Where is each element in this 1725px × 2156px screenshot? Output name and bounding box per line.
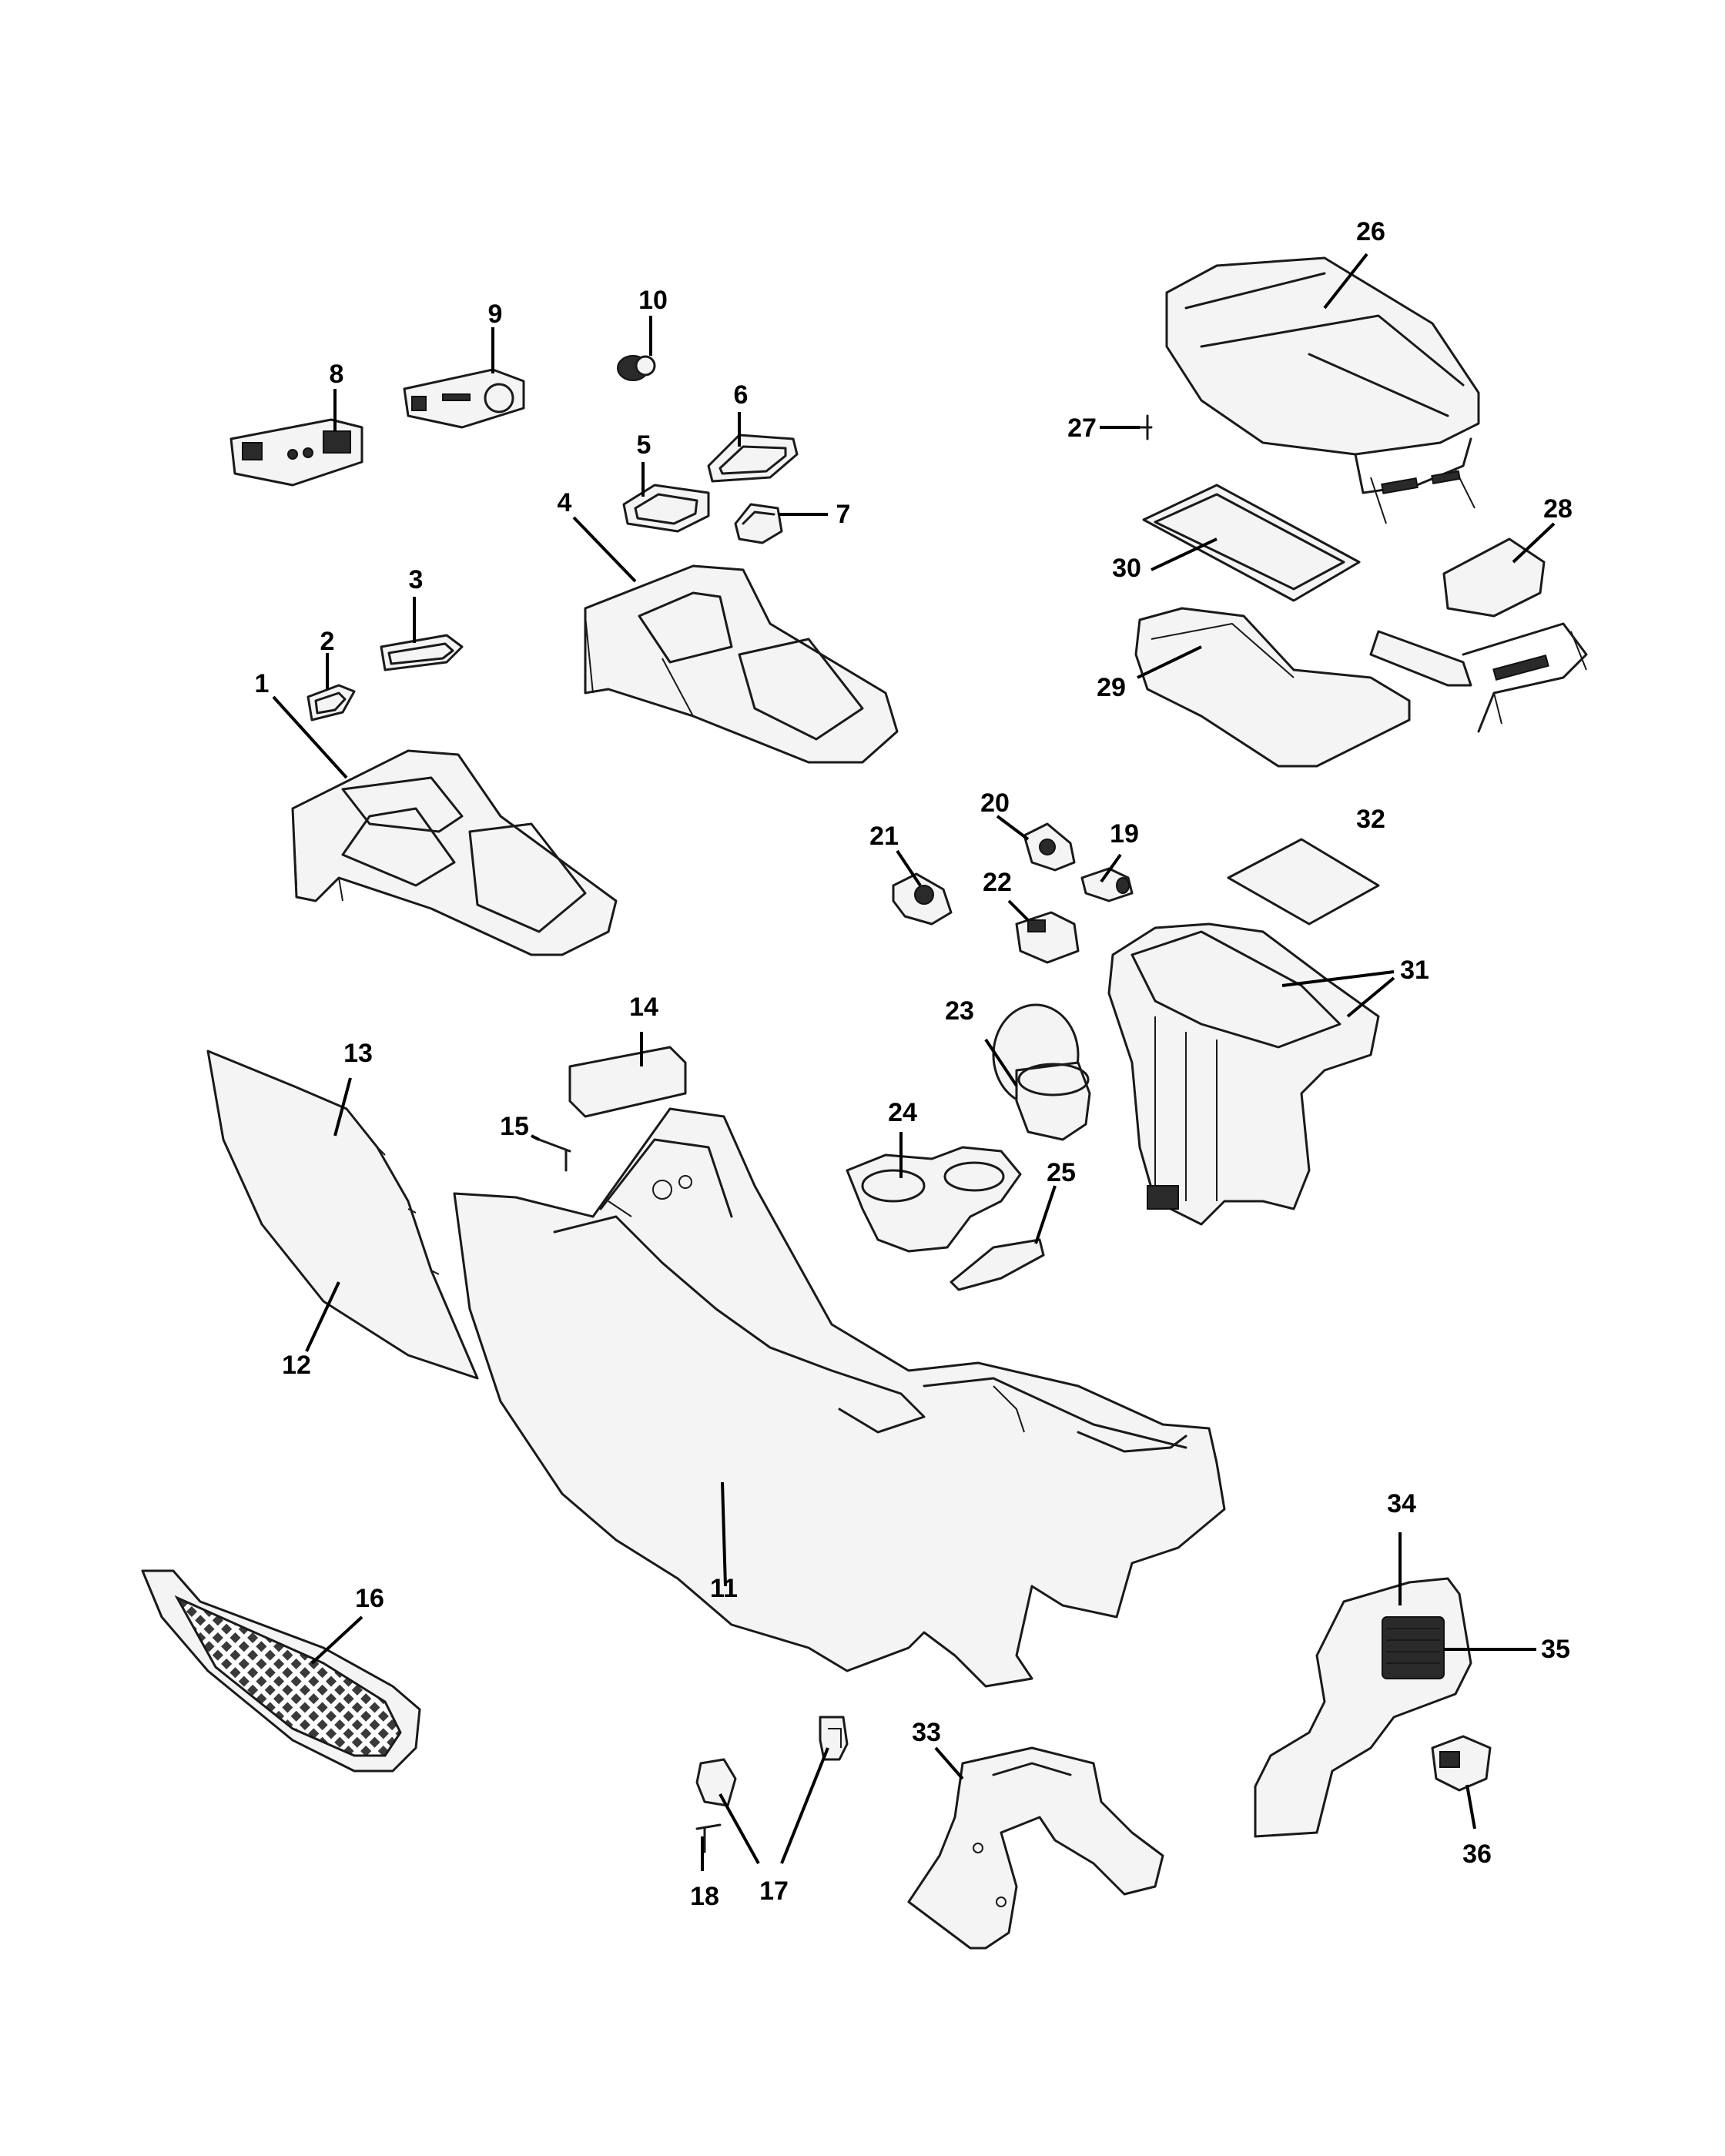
part-2-insert xyxy=(306,684,356,721)
callout-9: 9 xyxy=(488,300,503,329)
callout-21: 21 xyxy=(869,822,899,851)
callout-13: 13 xyxy=(343,1039,373,1068)
callout-11: 11 xyxy=(710,1574,738,1603)
part-30-lid-tray xyxy=(1142,484,1361,602)
callout-36: 36 xyxy=(1462,1840,1492,1869)
part-4-upper-bezel xyxy=(584,564,899,764)
part-35-air-vent xyxy=(1382,1616,1445,1679)
part-12-13-side-panel xyxy=(206,1050,479,1380)
callout-28: 28 xyxy=(1543,494,1573,524)
part-1-console-bezel xyxy=(291,749,618,956)
callout-33: 33 xyxy=(912,1718,941,1747)
callout-7: 7 xyxy=(836,500,851,529)
callout-24: 24 xyxy=(888,1098,917,1127)
callout-34: 34 xyxy=(1387,1489,1416,1518)
callout-14: 14 xyxy=(629,993,658,1022)
callout-32: 32 xyxy=(1356,805,1385,834)
part-19-usb-module xyxy=(1080,867,1134,902)
callout-4: 4 xyxy=(558,488,572,517)
callout-2: 2 xyxy=(320,627,335,656)
part-34-rear-panel xyxy=(1254,1577,1472,1838)
callout-30: 30 xyxy=(1112,554,1141,583)
callout-10: 10 xyxy=(638,286,668,315)
part-21-socket xyxy=(892,872,953,926)
part-23-cupholder-insert xyxy=(992,1003,1091,1141)
callout-15: 15 xyxy=(500,1112,529,1141)
part-27-screw xyxy=(1138,414,1153,440)
callout-12: 12 xyxy=(282,1351,311,1380)
callout-29: 29 xyxy=(1097,673,1126,702)
part-15-clip xyxy=(538,1138,571,1172)
callout-22: 22 xyxy=(983,868,1012,897)
part-24-cupholder xyxy=(846,1146,1022,1253)
part-36-power-outlet xyxy=(1431,1735,1492,1792)
part-17-covers xyxy=(695,1716,849,1807)
part-29-bin-liner xyxy=(1134,607,1411,768)
part-16-mesh-grille xyxy=(141,1569,421,1773)
callout-16: 16 xyxy=(355,1584,384,1613)
callout-3: 3 xyxy=(409,565,424,594)
part-31-storage-bin xyxy=(1107,922,1380,1226)
callout-6: 6 xyxy=(734,380,749,410)
part-33-support-bracket xyxy=(907,1746,1164,1950)
part-6-tray xyxy=(707,434,799,483)
leader-lines xyxy=(272,253,1556,1871)
callout-31: 31 xyxy=(1400,956,1429,985)
callout-26: 26 xyxy=(1356,217,1385,246)
callout-27: 27 xyxy=(1067,413,1097,443)
callout-18: 18 xyxy=(690,1882,719,1911)
part-10-power-outlet xyxy=(617,355,656,381)
callout-5: 5 xyxy=(637,430,651,460)
part-7-pocket xyxy=(734,503,783,544)
callout-20: 20 xyxy=(980,788,1010,818)
part-8-switch-bank xyxy=(229,418,363,487)
part-32-bin-mat xyxy=(1227,838,1380,926)
part-14-trim-plate xyxy=(568,1046,687,1118)
part-26-armrest-lid xyxy=(1165,256,1480,524)
part-25-bracket xyxy=(950,1238,1045,1291)
part-3-bin-insert xyxy=(380,634,464,671)
callout-1: 1 xyxy=(255,669,270,698)
part-5-tray xyxy=(622,484,710,533)
callout-19: 19 xyxy=(1110,819,1139,849)
part-9-control-panel xyxy=(403,368,525,429)
part-11-floor-console xyxy=(453,1107,1226,1688)
callout-25: 25 xyxy=(1047,1158,1076,1187)
callout-labels: 1 2 3 4 5 6 7 8 9 10 11 12 13 14 15 16 1… xyxy=(255,217,1573,1911)
part-18-pin xyxy=(695,1823,722,1853)
callout-17: 17 xyxy=(759,1876,789,1906)
callout-23: 23 xyxy=(945,996,974,1026)
part-20-connector xyxy=(1023,822,1076,872)
part-22-switch xyxy=(1015,911,1080,964)
callout-35: 35 xyxy=(1541,1635,1570,1664)
callout-8: 8 xyxy=(330,360,344,389)
